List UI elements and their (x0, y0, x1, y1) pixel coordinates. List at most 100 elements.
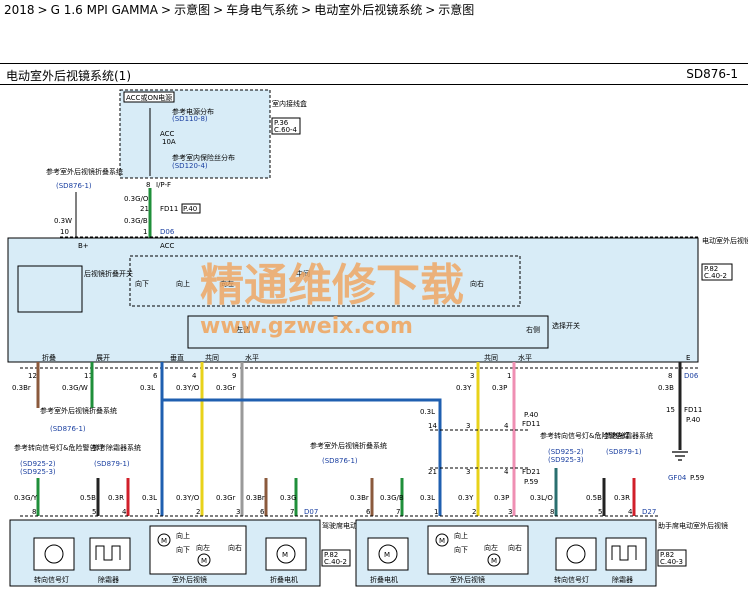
watermark-url: www.gzweix.com (200, 314, 413, 339)
br-pin-4: 2 (472, 508, 476, 516)
br-fold-motor-m: M (384, 551, 390, 559)
bl-defroster-icon (95, 545, 121, 561)
r-pin-21: 21 (428, 468, 437, 476)
wire-label-horiz: 0.3Gr (216, 384, 236, 392)
d06-bottom: D06 (684, 372, 699, 380)
ref-fold-mid-code[interactable]: (SD876-1) (322, 457, 358, 465)
fuse-box-panel (119, 89, 271, 179)
br-mirror-motor-2-m: M (491, 557, 497, 565)
bl-pin-2: 5 (92, 508, 96, 516)
bus-r-common: 共同 (484, 353, 498, 362)
bl-wire-label-6: 0.3Gr (216, 494, 236, 502)
wire-label-vert: 0.3L (140, 384, 155, 392)
top-fd-p: P.40 (183, 205, 197, 213)
diagram-header: 电动室外后视镜系统(1) SD876-1 (0, 63, 748, 85)
bl-fold-motor (265, 537, 307, 571)
switch-name: 电动室外后视镜开关 (702, 236, 748, 245)
crumb-body-electrical[interactable]: 车身电气系统 (226, 3, 299, 17)
ref-defrost-left: 参考除霜器系统 (92, 443, 141, 452)
wire-label-ground: 0.3B (658, 384, 674, 392)
breadcrumb: 2018>G 1.6 MPI GAMMA>示意图>车身电气系统>电动室外后视镜系… (0, 0, 748, 20)
ref-defrost-right: 参考除霜器系统 (604, 431, 653, 440)
fold-switch-label: 后视镜折叠开关 (84, 269, 133, 278)
br-mirror-motor-1 (435, 533, 449, 547)
top-pin21: 21 (140, 205, 149, 213)
br-comp-defrost: 除霜器 (612, 575, 633, 584)
ref-left-fold-code[interactable]: (SD876-1) (50, 425, 86, 433)
ground-gf-p: P.59 (690, 474, 704, 482)
bl-wire-label-2: 0.5B (80, 494, 96, 502)
selector-right: 右侧 (526, 325, 540, 334)
bl-d07: D07 (304, 508, 318, 516)
r-pin-4b: 4 (504, 468, 509, 476)
ref-turn-left-code1[interactable]: (SD925-2) (20, 460, 56, 468)
bl-comp-turn: 转向信号灯 (34, 575, 69, 584)
top-wire-2: 0.3G/B (124, 217, 148, 225)
dir-left: 向左 (220, 279, 234, 288)
ground-fd: FD11 (684, 406, 702, 414)
br-fold-motor (367, 537, 409, 571)
bl-turn-lamp-icon (44, 544, 64, 564)
top-pin1: 1 (143, 228, 147, 236)
bl-wire-label-3: 0.3R (108, 494, 124, 502)
ref-power-code[interactable]: (SD110-8) (172, 115, 208, 123)
bl-comp-fold: 折叠电机 (270, 575, 298, 584)
bl-module-c: C.40-2 (324, 558, 347, 566)
ref-defrost-left-code[interactable]: (SD879-1) (94, 460, 130, 468)
dir-up: 向上 (176, 279, 190, 288)
br-left: 向左 (484, 543, 498, 552)
ground-p: P.40 (686, 416, 700, 424)
crumb-schematic[interactable]: 示意图 (174, 3, 211, 17)
bl-up: 向上 (176, 531, 190, 540)
ref-fold-mid: 参考室外后视镜折叠系统 (310, 441, 387, 450)
pin-11: 11 (84, 372, 93, 380)
selector-left: 左侧 (236, 325, 250, 334)
fuse-label: ACC (160, 130, 175, 138)
crumb-sep: > (301, 3, 312, 17)
acc-label: ACC或ON电源 (126, 93, 172, 102)
br-module-name: 助手席电动室外后视镜 (658, 521, 728, 530)
br-wire-label-2: 0.3G/B (380, 494, 404, 502)
br-down: 向下 (454, 545, 468, 554)
crumb-engine[interactable]: G 1.6 MPI GAMMA (50, 3, 158, 17)
dir-down: 向下 (135, 279, 149, 288)
top-d06: D06 (160, 228, 175, 236)
bl-defroster (89, 537, 131, 571)
br-pin-2: 7 (396, 508, 400, 516)
left-ref-code[interactable]: (SD876-1) (56, 182, 92, 190)
crumb-year[interactable]: 2018 (4, 3, 35, 17)
br-d27: D27 (642, 508, 656, 516)
left-pin: 10 (60, 228, 69, 236)
switch-p: P.82 (704, 265, 718, 273)
fuse-pin-code: I/P-F (156, 181, 171, 189)
crumb-mirror-system[interactable]: 电动室外后视镜系统 (314, 3, 423, 17)
bl-wire-label-7: 0.3Br (246, 494, 265, 502)
direction-switch (129, 255, 521, 307)
bl-pin-3: 4 (122, 508, 127, 516)
br-pin-8: 4 (628, 508, 633, 516)
r-wire-l: 0.3L (420, 408, 435, 416)
bl-comp-defrost: 除霜器 (98, 575, 119, 584)
bl-down: 向下 (176, 545, 190, 554)
ref-turn-right-code2[interactable]: (SD925-3) (548, 456, 584, 464)
br-mirror-motor-2 (487, 553, 501, 567)
ref-turn-right-code1[interactable]: (SD925-2) (548, 448, 584, 456)
ref-turn-left-code2[interactable]: (SD925-3) (20, 468, 56, 476)
ref-left-fold: 参考室外后视镜折叠系统 (40, 406, 117, 415)
br-right: 向右 (508, 543, 522, 552)
r-pin-4a: 4 (504, 422, 509, 430)
ref-ground: 参考室内保险丝分布 (172, 153, 235, 162)
bplus-label: B+ (78, 242, 89, 250)
bl-module-p: P.82 (324, 551, 338, 559)
pin-6: 6 (153, 372, 158, 380)
wire-label-fold: 0.3Br (12, 384, 31, 392)
ref-defrost-right-code[interactable]: (SD879-1) (606, 448, 642, 456)
br-pin-3: 1 (434, 508, 438, 516)
wire-blue-right (162, 398, 442, 516)
ground-gf: GF04 (668, 474, 687, 482)
ref-ground-code[interactable]: (SD120-4) (172, 162, 208, 170)
bl-mirror-motor-1 (157, 533, 171, 547)
watermark-cn: 精通维修下载 (200, 260, 464, 311)
bl-left: 向左 (196, 543, 210, 552)
r-pin-3a: 3 (466, 422, 470, 430)
